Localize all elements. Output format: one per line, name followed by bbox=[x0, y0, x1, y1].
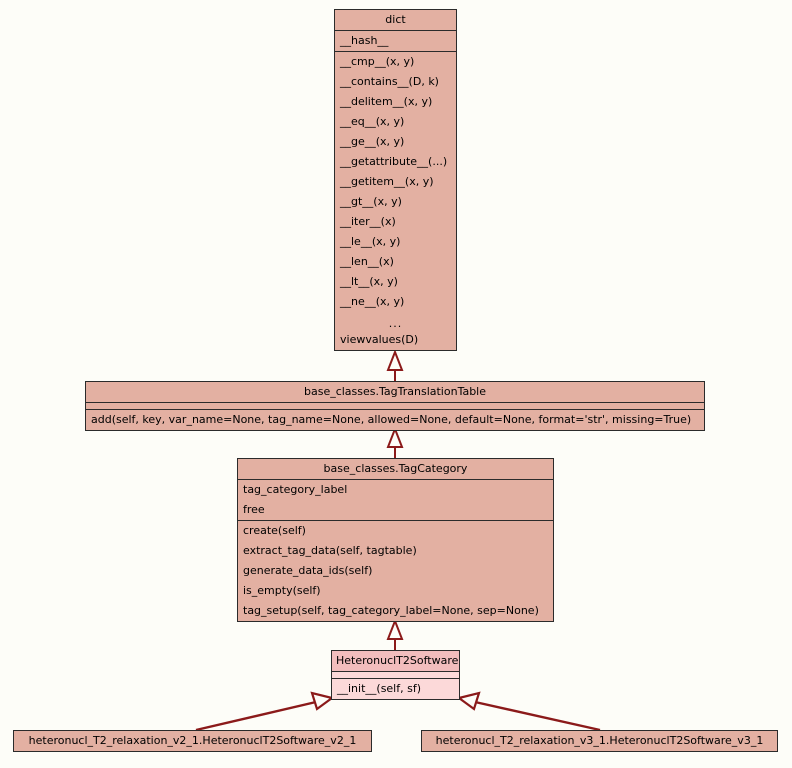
method-row: __init__(self, sf) bbox=[337, 682, 422, 695]
method-row: tag_setup(self, tag_category_label=None,… bbox=[243, 604, 539, 617]
attributes-compartment-empty bbox=[332, 671, 459, 678]
method-row: __iter__(x) bbox=[340, 215, 396, 228]
class-title-tagtranslationtable: base_classes.TagTranslationTable bbox=[303, 385, 487, 398]
class-name-compartment: heteronucl_T2_relaxation_v2_1.Heteronucl… bbox=[14, 731, 371, 751]
class-name-compartment: base_classes.TagTranslationTable bbox=[86, 382, 704, 402]
method-row: add(self, key, var_name=None, tag_name=N… bbox=[91, 413, 692, 426]
class-box-heteronuclt2software-v2-1[interactable]: heteronucl_T2_relaxation_v2_1.Heteronucl… bbox=[13, 730, 372, 752]
class-name-compartment: base_classes.TagCategory bbox=[238, 459, 553, 479]
method-row-ellipsis: ... bbox=[388, 317, 403, 330]
method-row: __lt__(x, y) bbox=[340, 275, 398, 288]
method-row: is_empty(self) bbox=[243, 584, 321, 597]
class-title-v3-1: heteronucl_T2_relaxation_v3_1.Heteronucl… bbox=[435, 734, 764, 747]
methods-compartment: add(self, key, var_name=None, tag_name=N… bbox=[86, 409, 704, 430]
class-title-heteronuclt2software: HeteronuclT2Software bbox=[332, 651, 459, 671]
method-row: __contains__(D, k) bbox=[340, 75, 439, 88]
class-title-tagcategory: base_classes.TagCategory bbox=[323, 462, 468, 475]
class-title-v2-1: heteronucl_T2_relaxation_v2_1.Heteronucl… bbox=[28, 734, 357, 747]
class-box-heteronuclt2software[interactable]: HeteronuclT2Software __init__(self, sf) bbox=[331, 650, 460, 700]
edge-heteronuclt2software-to-tagcategory bbox=[386, 618, 404, 650]
class-name-compartment: heteronucl_T2_relaxation_v3_1.Heteronucl… bbox=[422, 731, 777, 751]
class-title-dict: dict bbox=[385, 13, 406, 26]
attributes-compartment: __hash__ bbox=[335, 30, 456, 51]
attribute-row: __hash__ bbox=[340, 34, 389, 47]
method-row: __eq__(x, y) bbox=[340, 115, 405, 128]
edge-v2-to-heteronuclt2software bbox=[195, 691, 335, 732]
methods-compartment: __cmp__(x, y) __contains__(D, k) __delit… bbox=[335, 51, 456, 350]
method-row: __ge__(x, y) bbox=[340, 135, 405, 148]
method-row: __cmp__(x, y) bbox=[340, 55, 415, 68]
edge-tagtranslationtable-to-dict bbox=[386, 349, 404, 381]
edge-tagcategory-to-tagtranslationtable bbox=[386, 426, 404, 458]
method-row: __gt__(x, y) bbox=[340, 195, 402, 208]
method-row: create(self) bbox=[243, 524, 306, 537]
attribute-row: tag_category_label bbox=[243, 483, 348, 496]
methods-compartment: __init__(self, sf) bbox=[332, 678, 459, 699]
method-row: viewvalues(D) bbox=[340, 333, 419, 346]
class-box-tagtranslationtable[interactable]: base_classes.TagTranslationTable add(sel… bbox=[85, 381, 705, 431]
class-name-compartment: dict bbox=[335, 10, 456, 30]
method-row: __ne__(x, y) bbox=[340, 295, 405, 308]
class-box-dict[interactable]: dict __hash__ __cmp__(x, y) __contains__… bbox=[334, 9, 457, 351]
method-row: __getattribute__(...) bbox=[340, 155, 448, 168]
class-box-tagcategory[interactable]: base_classes.TagCategory tag_category_la… bbox=[237, 458, 554, 622]
method-row: __delitem__(x, y) bbox=[340, 95, 433, 108]
attributes-compartment-empty bbox=[86, 402, 704, 409]
method-row: extract_tag_data(self, tagtable) bbox=[243, 544, 417, 557]
methods-compartment: create(self) extract_tag_data(self, tagt… bbox=[238, 520, 553, 621]
method-row: __len__(x) bbox=[340, 255, 394, 268]
edge-v3-to-heteronuclt2software bbox=[456, 691, 601, 732]
method-row: __le__(x, y) bbox=[340, 235, 401, 248]
attribute-row: free bbox=[243, 503, 265, 516]
method-row: __getitem__(x, y) bbox=[340, 175, 434, 188]
class-name-compartment: HeteronuclT2Software bbox=[332, 651, 459, 671]
class-box-heteronuclt2software-v3-1[interactable]: heteronucl_T2_relaxation_v3_1.Heteronucl… bbox=[421, 730, 778, 752]
method-row: generate_data_ids(self) bbox=[243, 564, 373, 577]
attributes-compartment: tag_category_label free bbox=[238, 479, 553, 520]
